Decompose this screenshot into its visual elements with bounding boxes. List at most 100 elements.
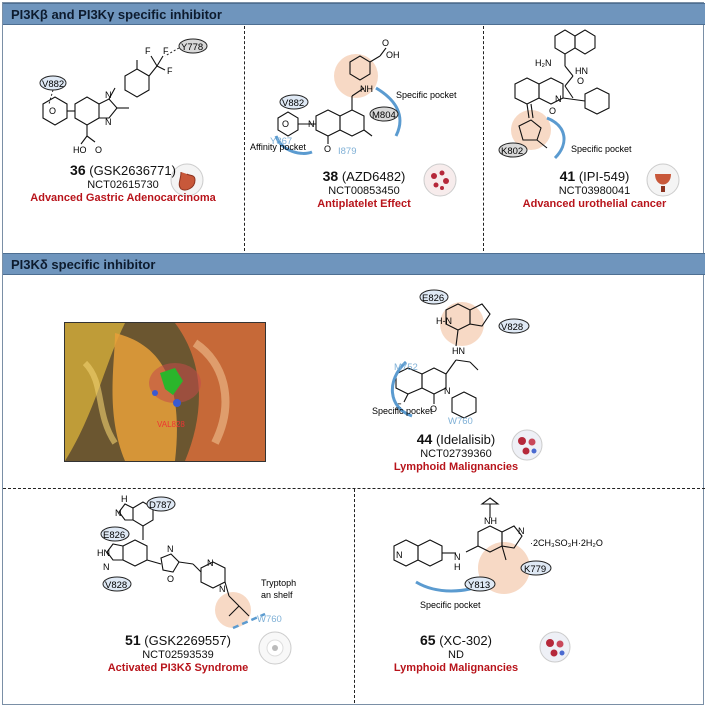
svg-text:O: O	[430, 404, 437, 414]
compound-code: (XC-302)	[439, 633, 492, 648]
compound-44-structure: H-N HN O F N E826 V828 M752 W760 Specifi…	[372, 289, 530, 427]
svg-text:HN: HN	[452, 346, 465, 356]
indication: Activated PI3Kδ Syndrome	[107, 662, 249, 674]
svg-text:N: N	[219, 584, 226, 594]
residue-w760: W760	[257, 614, 282, 625]
svg-text:HN: HN	[575, 66, 588, 76]
salt-label: ·2CH₃SO₃H·2H₂O	[530, 538, 603, 548]
pocket-label: Affinity pocket	[250, 142, 306, 152]
pocket-label: Specific pocket	[372, 406, 433, 416]
divider	[3, 488, 705, 489]
compound-51-caption: 51 (GSK2269557) NCT02593539 Activated PI…	[3, 632, 353, 674]
svg-text:N: N	[396, 550, 403, 560]
indication: Lymphoid Malignancies	[393, 662, 519, 674]
residue-m752: M752	[394, 362, 418, 373]
svg-text:N: N	[308, 119, 315, 129]
indication: Antiplatelet Effect	[317, 198, 411, 210]
svg-text:N: N	[518, 526, 525, 536]
structure-label: VAL828	[157, 420, 185, 429]
svg-text:F: F	[145, 46, 151, 56]
svg-text:HN: HN	[97, 548, 110, 558]
indication: Advanced urothelial cancer	[522, 198, 667, 210]
indication: Lymphoid Malignancies	[393, 461, 519, 473]
compound-number: 65	[420, 632, 436, 648]
svg-text:HO: HO	[73, 145, 87, 155]
divider	[483, 26, 484, 251]
residue-k802: K802	[501, 146, 523, 157]
divider	[354, 489, 355, 703]
svg-text:H₂N: H₂N	[535, 58, 552, 68]
svg-text:N: N	[103, 562, 110, 572]
compound-51-structure: H N HN N O N N N D787 E826 V828 W760 Try…	[97, 494, 296, 630]
beta-gamma-title: PI3Kβ and PI3Kγ specific inhibitor	[11, 7, 222, 22]
compound-number: 36	[70, 162, 86, 178]
svg-text:N: N	[454, 552, 461, 562]
compound-36-caption: 36 (GSK2636771) NCT02615730 Advanced Gas…	[3, 162, 243, 204]
trial-id: NCT02615730	[87, 179, 159, 191]
svg-text:O: O	[95, 145, 102, 155]
compound-number: 41	[559, 168, 576, 184]
delta-title: PI3Kδ specific inhibitor	[11, 257, 156, 272]
compound-code: (GSK2636771)	[89, 163, 176, 178]
svg-text:H: H	[454, 562, 461, 572]
bladder-icon	[646, 163, 680, 197]
compound-41-panel: H₂N HN O N O K802 Specific pocket 41 (IP…	[485, 26, 704, 251]
residue-d787: D787	[149, 500, 172, 511]
compound-number: 51	[125, 632, 141, 648]
svg-text:O: O	[49, 106, 56, 116]
svg-text:N: N	[444, 386, 451, 396]
svg-text:F: F	[163, 46, 169, 56]
residue-e826: E826	[422, 293, 444, 304]
compound-51-panel: H N HN N O N N N D787 E826 V828 W760 Try…	[3, 490, 353, 704]
residue-y813: Y813	[468, 580, 490, 591]
residue-y778: Y778	[181, 42, 203, 53]
compound-65-caption: 65 (XC-302) ND Lymphoid Malignancies	[356, 632, 556, 674]
svg-text:N: N	[207, 558, 214, 568]
compound-code: (Idelalisib)	[435, 432, 496, 447]
pocket-label: Tryptoph	[261, 578, 296, 588]
svg-text:NH: NH	[484, 516, 497, 526]
stomach-icon	[170, 163, 204, 197]
svg-text:OH: OH	[386, 50, 400, 60]
svg-text:O: O	[382, 38, 389, 48]
delta-header: PI3Kδ specific inhibitor	[3, 253, 705, 275]
residue-k779: K779	[524, 564, 546, 575]
svg-text:NH: NH	[360, 84, 373, 94]
residue-m804: M804	[372, 110, 396, 121]
compound-41-caption: 41 (IPI-549) NCT03980041 Advanced urothe…	[485, 168, 704, 210]
beta-gamma-header: PI3Kβ and PI3Kγ specific inhibitor	[3, 3, 705, 25]
residue-v828: V828	[501, 322, 523, 333]
compound-38-panel: O N NH OH O O V882 M804 Y867 I879 Specif…	[246, 26, 482, 251]
svg-text:N: N	[105, 117, 112, 127]
protein-structure-image: VAL828	[64, 322, 266, 462]
svg-text:O: O	[549, 106, 556, 116]
divider	[244, 26, 245, 251]
indication: Advanced Gastric Adenocarcinoma	[30, 192, 216, 204]
svg-text:O: O	[577, 76, 584, 86]
svg-text:N: N	[167, 544, 174, 554]
compound-41-structure: H₂N HN O N O K802 Specific pocket	[498, 29, 632, 160]
residue-v882: V882	[282, 98, 304, 109]
residue-y867: Y867	[270, 136, 292, 147]
svg-text:O: O	[167, 574, 174, 584]
trial-id: NCT02739360	[420, 448, 492, 460]
residue-v828: V828	[105, 580, 127, 591]
pocket-label: Specific pocket	[420, 600, 481, 610]
svg-text:H-N: H-N	[436, 316, 452, 326]
compound-code: (AZD6482)	[341, 169, 406, 184]
pocket-label: Specific pocket	[571, 144, 632, 154]
compound-38-structure: O N NH OH O O V882 M804 Y867 I879 Specif…	[250, 38, 457, 157]
compound-65-structure: NH N H N N ·2CH₃SO₃H·2H₂O Y813 K779 Spec…	[393, 497, 603, 610]
compound-code: (GSK2269557)	[144, 633, 231, 648]
blood-cells-icon	[539, 631, 571, 663]
svg-text:N: N	[115, 508, 122, 518]
compound-code: (IPI-549)	[578, 169, 630, 184]
pocket-label: an shelf	[261, 590, 293, 600]
svg-text:O: O	[282, 119, 289, 129]
svg-text:O: O	[324, 144, 331, 154]
trial-id: NCT02593539	[142, 649, 214, 661]
trial-id: ND	[448, 649, 464, 661]
compound-36-structure: O N N F F F HO O V882 Y778	[39, 38, 208, 155]
cell-icon	[258, 631, 292, 665]
blood-cells-icon	[511, 429, 543, 461]
